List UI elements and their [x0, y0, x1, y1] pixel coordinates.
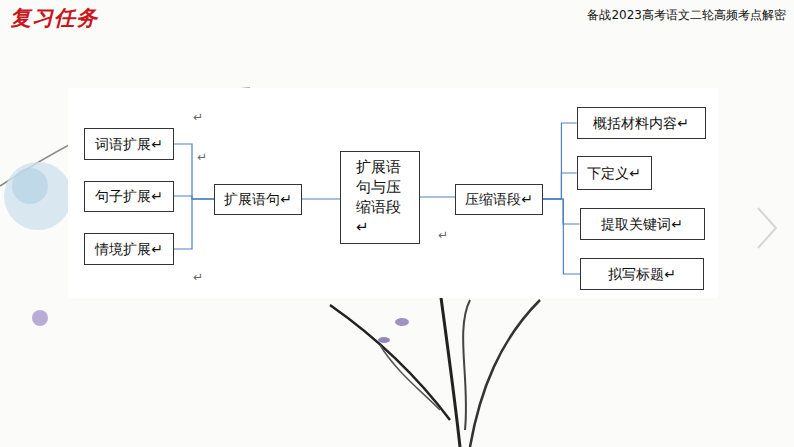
box-text: 压缩语段↵ — [465, 190, 533, 208]
blue-flower — [4, 162, 72, 230]
box-text: 词语扩展↵ — [95, 135, 163, 153]
box-text: 拟写标题↵ — [608, 265, 676, 283]
orchid-stem — [380, 345, 440, 410]
branch-box: 提取关键词↵ — [580, 208, 705, 240]
bracket-connector — [174, 199, 214, 249]
bracket-connector — [302, 198, 340, 199]
next-chevron — [758, 208, 776, 248]
bracket-connector — [543, 173, 577, 199]
category-box: 扩展语句↵ — [214, 184, 302, 215]
branch-box: 词语扩展↵ — [84, 128, 174, 160]
bracket-connector — [543, 123, 577, 199]
bracket-connector — [420, 196, 455, 197]
branch-box: 拟写标题↵ — [580, 258, 704, 290]
orchid-flower — [395, 318, 409, 326]
box-text: 情境扩展↵ — [95, 240, 163, 258]
branch-box: 概括材料内容↵ — [577, 107, 706, 139]
series-caption: 备战2023高考语文二轮高频考点解密 — [587, 7, 786, 24]
box-text: 扩展语句与压缩语段↵ — [356, 157, 404, 238]
box-text: 提取关键词↵ — [601, 215, 683, 233]
branch-box: 情境扩展↵ — [84, 233, 174, 265]
paragraph-mark: ↵ — [197, 150, 207, 164]
central-topic-box: 扩展语句与压缩语段↵ — [340, 151, 420, 244]
box-text: 下定义↵ — [587, 164, 641, 182]
box-text: 概括材料内容↵ — [593, 114, 689, 132]
purple-flower — [32, 310, 48, 326]
orchid-leaf — [463, 300, 470, 430]
blue-flower — [12, 168, 48, 204]
bracket-connector — [543, 199, 580, 224]
orchid-leaf — [470, 300, 540, 447]
paragraph-mark: ↵ — [438, 228, 448, 242]
orchid-flower — [378, 337, 390, 343]
box-text: 扩展语句↵ — [224, 190, 292, 208]
bracket-connector — [174, 144, 214, 199]
white-panel — [68, 88, 718, 298]
branch-box: 下定义↵ — [577, 156, 652, 190]
orchid-leaf — [440, 290, 460, 447]
bracket-connector — [543, 199, 580, 274]
box-text: 句子扩展↵ — [95, 187, 163, 205]
paragraph-mark: ↵ — [193, 270, 203, 284]
orchid-leaf — [330, 305, 450, 420]
slide-heading: 复习任务 — [10, 4, 98, 32]
category-box: 压缩语段↵ — [455, 184, 543, 215]
branch-box: 句子扩展↵ — [84, 181, 174, 212]
paragraph-mark: ↵ — [193, 110, 203, 124]
